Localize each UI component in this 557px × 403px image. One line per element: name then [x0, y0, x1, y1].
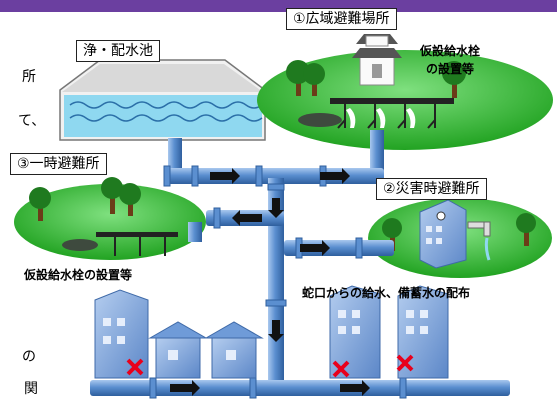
castle-icon [352, 34, 402, 86]
faucet-icon [467, 221, 491, 261]
wide-area-site [257, 34, 553, 150]
disaster-site [368, 198, 552, 278]
pipe-network [90, 130, 510, 399]
temporary-hydrant-caption: 仮設給水栓の設置等 [24, 268, 133, 282]
residential-buildings [94, 285, 449, 379]
temporary-site-label: ③一時避難所 [10, 153, 107, 175]
water-spray-icon [346, 108, 416, 128]
tree-icon [29, 177, 141, 221]
temporary-site [14, 177, 206, 260]
edge-text: 関 [24, 381, 38, 397]
school-building-icon [419, 199, 467, 269]
reservoir [59, 59, 266, 141]
house-icon [204, 321, 264, 379]
edge-text: の [22, 349, 36, 365]
pipe-break-cross-icon [126, 354, 414, 378]
faucet-caption: 蛇口からの給水、備蓄水の配布 [302, 286, 471, 300]
house-icon [148, 321, 208, 379]
edge-text: て、 [18, 113, 46, 129]
reservoir-label: 浄・配水池 [76, 40, 160, 62]
tree-icon [286, 60, 466, 98]
disaster-site-label: ②災害時避難所 [376, 178, 487, 200]
wide-area-hydrant-caption: 仮設給水栓 の設置等 [420, 44, 481, 76]
header-bar [0, 0, 557, 12]
flow-arrows [170, 168, 370, 396]
edge-text: 所 [22, 69, 36, 85]
wide-area-site-label: ①広域避難場所 [286, 8, 397, 30]
hydrant-taps [337, 104, 436, 129]
